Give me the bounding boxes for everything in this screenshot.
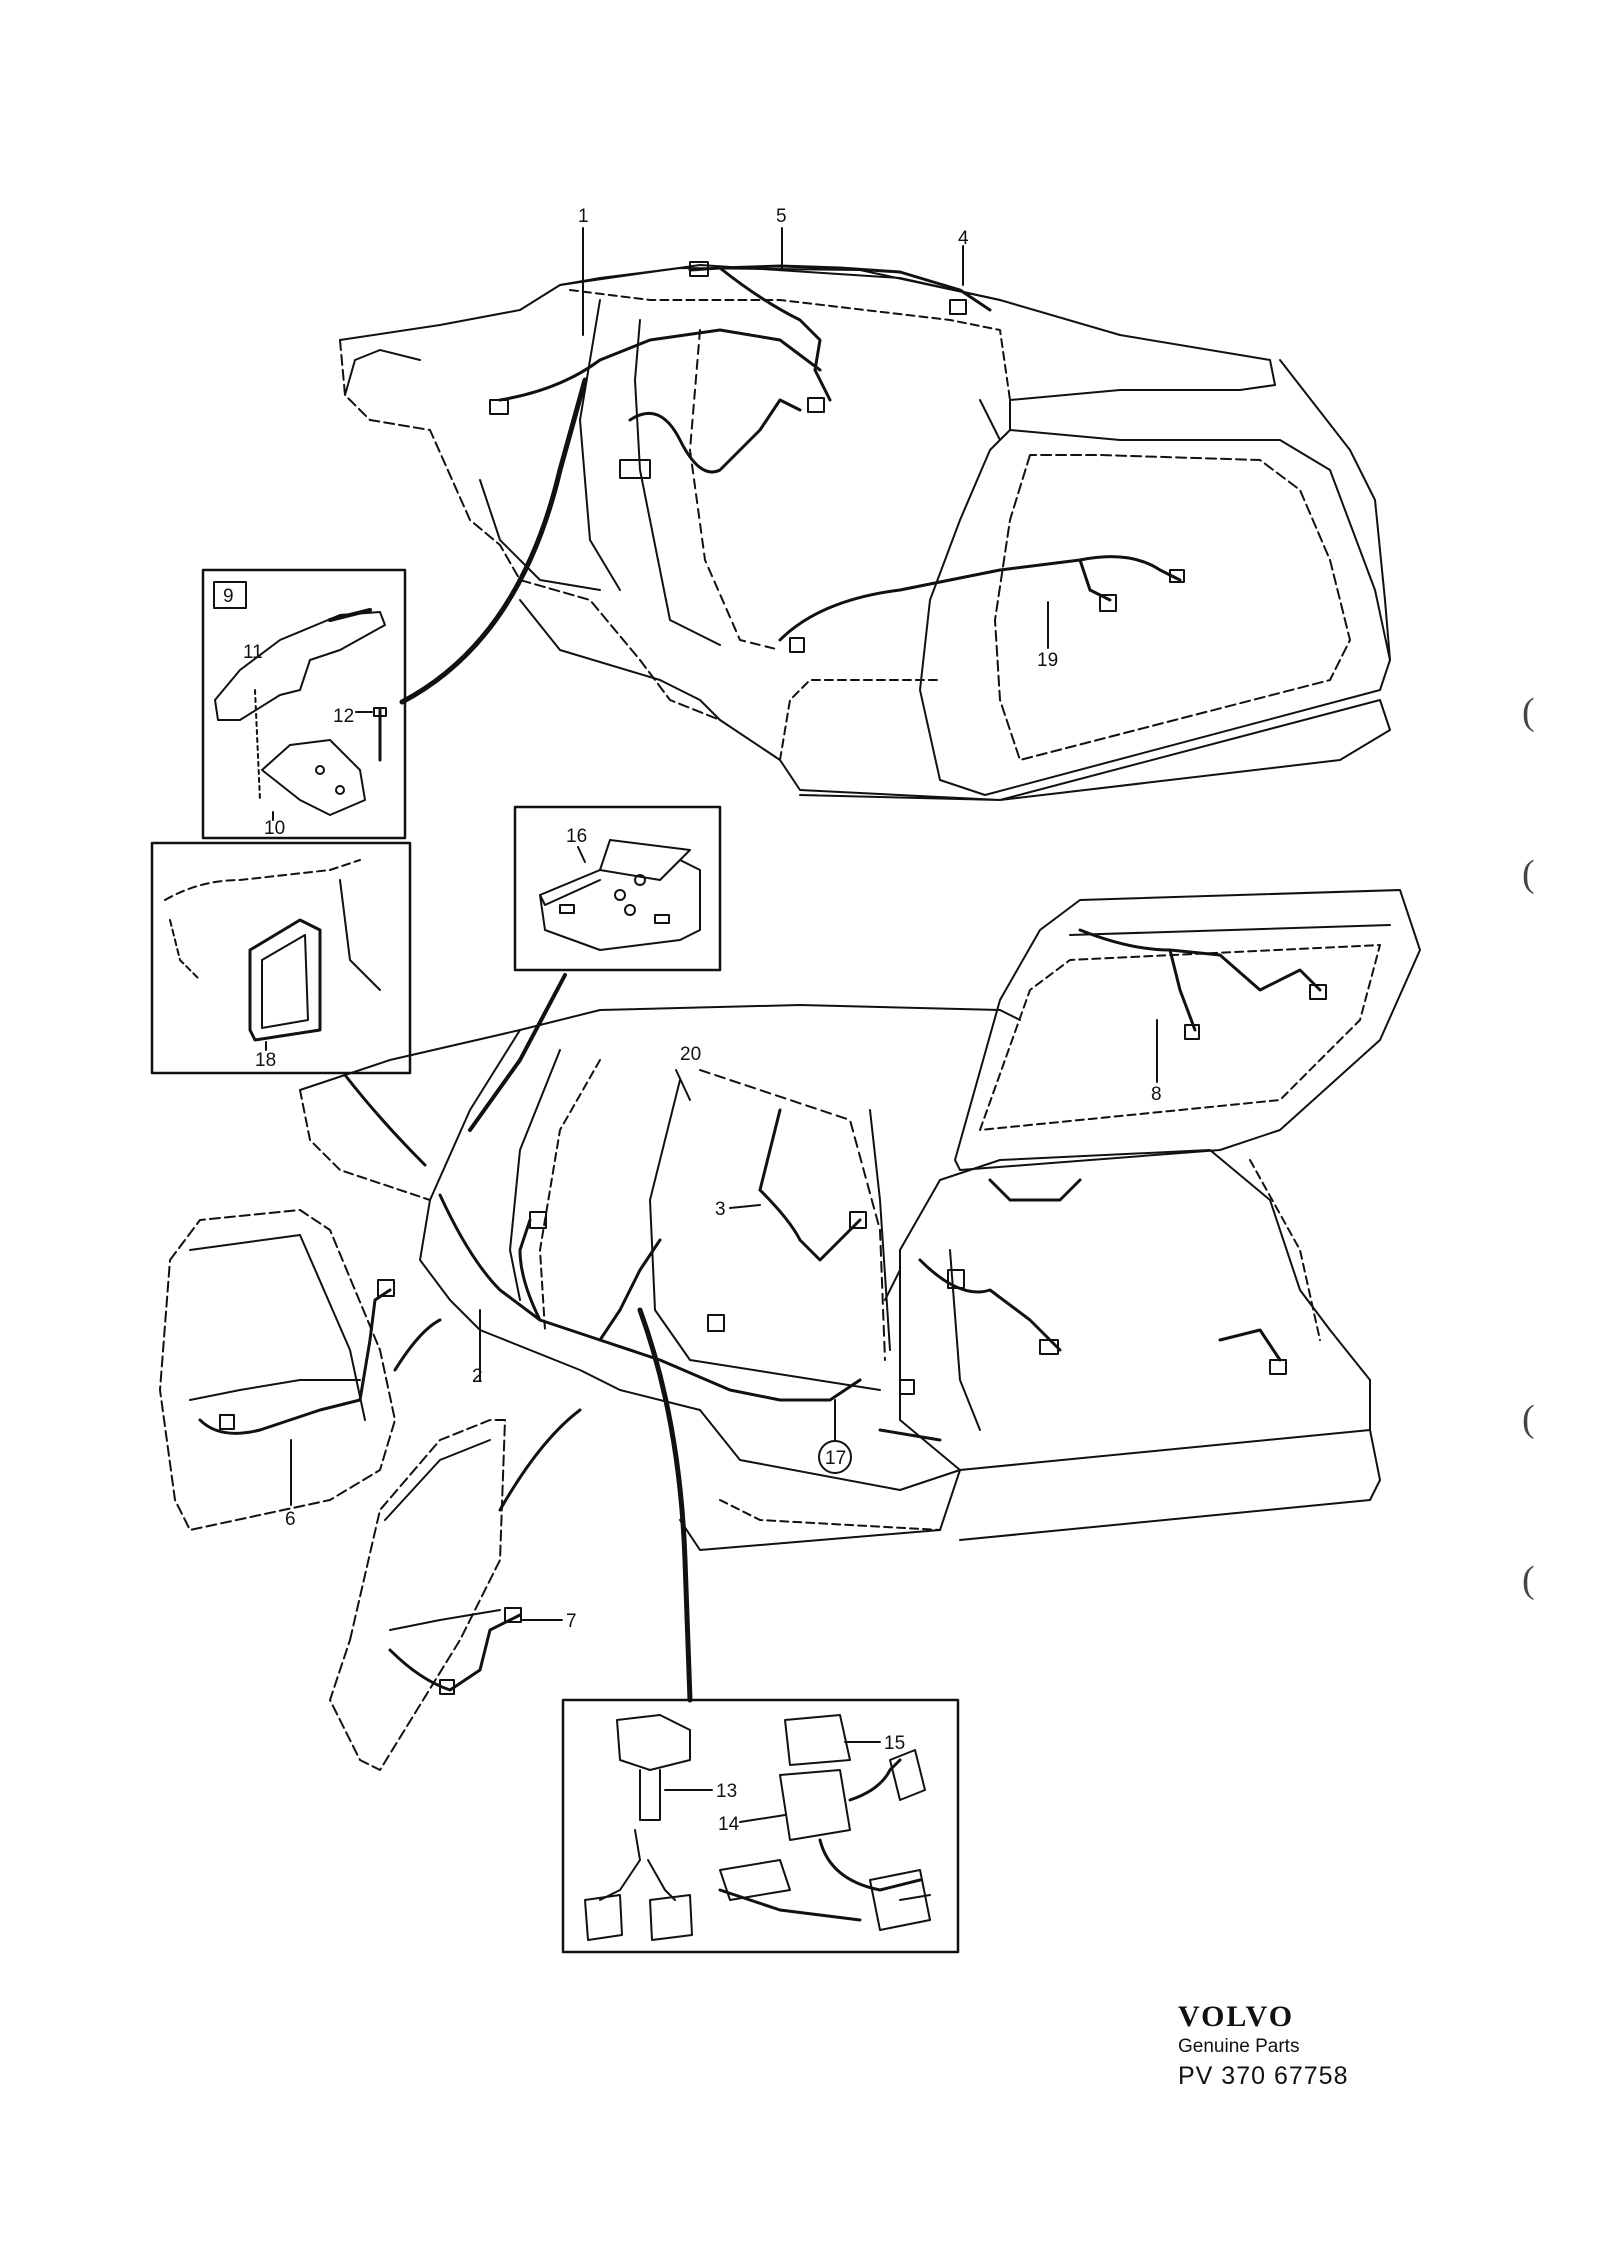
- callout-17-ring: [818, 1440, 852, 1474]
- callout-10: 10: [264, 818, 285, 839]
- leader-20: [675, 1069, 691, 1101]
- margin-mark: (: [1522, 691, 1535, 733]
- callout-6: 6: [285, 1509, 296, 1530]
- connector-relay: [637, 1307, 693, 1703]
- brand-logo: VOLVO: [1178, 2000, 1295, 2033]
- callout-14: 14: [718, 1814, 740, 1835]
- leader-14: [739, 1814, 786, 1823]
- margin-mark: (: [1522, 1559, 1535, 1601]
- connector-9: [399, 377, 588, 705]
- callout-7: 7: [566, 1611, 577, 1632]
- brand-subtitle: Genuine Parts: [1178, 2036, 1300, 2057]
- margin-mark: (: [1522, 853, 1535, 895]
- callout-20: 20: [680, 1044, 701, 1065]
- connector-16: [468, 973, 567, 1132]
- callout-9: 9: [223, 586, 234, 607]
- diagram-code: PV 370 67758: [1178, 2062, 1349, 2090]
- inset-16: [513, 805, 722, 972]
- callout-5: 5: [776, 206, 787, 227]
- callout-15: 15: [884, 1733, 905, 1754]
- leader-3: [729, 1204, 761, 1209]
- callout-17: 17: [825, 1448, 846, 1469]
- connector-door-6: [393, 1318, 442, 1372]
- callout-3: 3: [715, 1199, 726, 1220]
- callout-2: 2: [472, 1366, 483, 1387]
- rear-door-7: [329, 1419, 563, 1771]
- upper-car-body: [339, 261, 1391, 801]
- connector-door-7: [498, 1408, 582, 1512]
- callout-8: 8: [1151, 1084, 1162, 1105]
- front-door-6: [159, 1209, 396, 1531]
- brand-footer: VOLVO Genuine Parts PV 370 67758: [1178, 2000, 1368, 2091]
- callout-19: 19: [1037, 650, 1058, 671]
- connector-18: [343, 1073, 427, 1167]
- callout-11: 11: [243, 642, 263, 663]
- callout-4: 4: [958, 228, 969, 249]
- callout-12: 12: [333, 706, 354, 727]
- margin-mark: (: [1522, 1398, 1535, 1440]
- inset-relay: [561, 1698, 960, 1954]
- callout-16: 16: [566, 826, 587, 847]
- callout-13: 13: [716, 1781, 737, 1802]
- inset-18: [150, 841, 412, 1075]
- callout-18: 18: [255, 1050, 276, 1071]
- callout-1: 1: [578, 206, 589, 227]
- lower-car-body: [299, 889, 1421, 1551]
- inset-9: [201, 568, 407, 840]
